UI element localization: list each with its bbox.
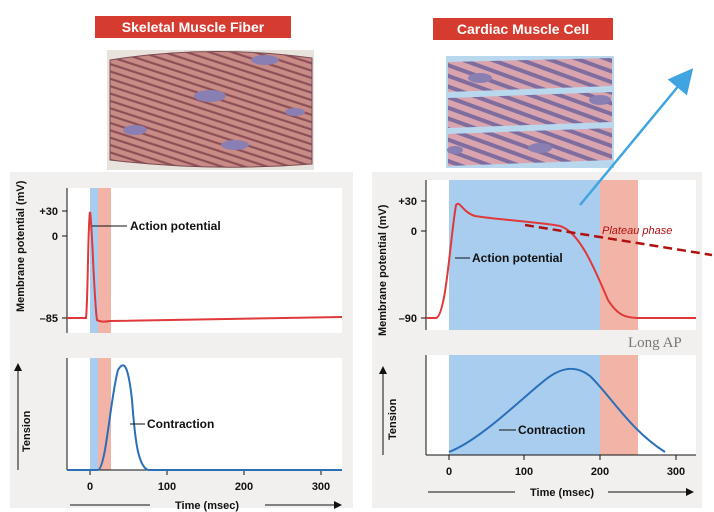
skeletal-potential-chart (62, 188, 343, 333)
cardiac-x-tick-200: 200 (591, 466, 609, 478)
cardiac-x-tick-300: 300 (667, 466, 685, 478)
skeletal-y-axis-tension: Tension (21, 410, 33, 452)
cardiac-action-potential-label: Action potential (472, 251, 563, 265)
skeletal-x-axis-title: Time (msec) (175, 500, 239, 512)
cardiac-y-axis-potential: Membrane potential (mV) (377, 204, 389, 336)
cardiac-y-axis-tension: Tension (387, 398, 399, 440)
cardiac-x-axis-title: Time (msec) (530, 487, 594, 499)
skeletal-x-tick-200: 200 (235, 481, 253, 493)
skeletal-y-tick-minus85: –85 (40, 313, 58, 325)
cardiac-contraction-label: Contraction (518, 423, 585, 437)
skeletal-y-tick-30: +30 (39, 206, 58, 218)
skeletal-fiber-illustration (107, 50, 314, 170)
skeletal-action-potential-label: Action potential (130, 219, 221, 233)
skeletal-x-tick-0: 0 (87, 481, 93, 493)
skeletal-x-tick-100: 100 (158, 481, 176, 493)
cardiac-potential-chart (421, 180, 696, 330)
skeletal-y-tick-0: 0 (52, 231, 58, 243)
skeletal-title-banner: Skeletal Muscle Fiber (95, 16, 291, 38)
cardiac-x-tick-100: 100 (515, 466, 533, 478)
cardiac-title-banner: Cardiac Muscle Cell (433, 18, 613, 40)
cardiac-y-tick-30: +30 (398, 196, 417, 208)
skeletal-y-axis-potential: Membrane potential (mV) (15, 180, 27, 312)
cardiac-y-tick-0: 0 (411, 226, 417, 238)
long-ap-label: Long AP (628, 335, 682, 351)
skeletal-contraction-label: Contraction (147, 417, 214, 431)
cardiac-x-tick-0: 0 (446, 466, 452, 478)
cardiac-y-tick-minus90: –90 (399, 313, 417, 325)
plateau-dashed-line (524, 223, 713, 257)
skeletal-x-tick-300: 300 (312, 481, 330, 493)
skeletal-tension-chart (14, 358, 342, 509)
pointer-arrow (579, 68, 694, 206)
cardiac-tension-chart (379, 355, 696, 496)
cardiac-cell-illustration (446, 56, 614, 168)
plateau-phase-label: Plateau phase (602, 225, 672, 237)
